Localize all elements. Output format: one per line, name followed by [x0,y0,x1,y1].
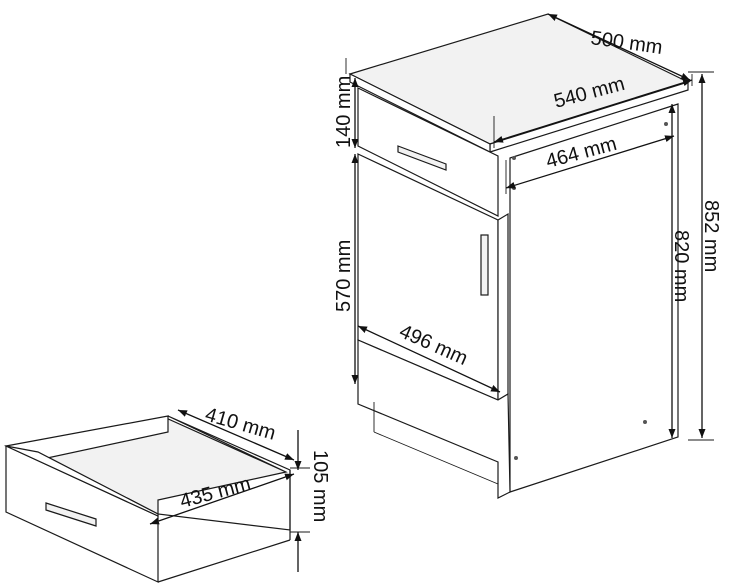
door-right-edge [497,212,509,402]
drawer-front-height-label: 140 mm [333,76,355,148]
door-handle [480,234,489,296]
drawer-handle [45,502,97,527]
door-height-label: 570 mm [333,240,355,312]
dimension-height-body: 820 mm [668,104,692,438]
dimension-door-height: 570 mm [333,154,359,384]
height-label: 852 mm [700,200,722,272]
body-height-label: 820 mm [670,230,692,302]
drawer-height-label: 105 mm [309,450,331,522]
cabinet-illustration [348,13,690,499]
dimension-drawer-front-height: 140 mm [333,58,359,148]
drawer-illustration [3,415,291,583]
cabinet-side-panel [509,103,679,493]
drawer-depth-label: 410 mm [203,404,279,445]
dimension-drawer-height: 105 mm [290,430,331,572]
drawer-front-handle [397,145,447,171]
dimension-height-total: 852 mm [688,71,722,441]
